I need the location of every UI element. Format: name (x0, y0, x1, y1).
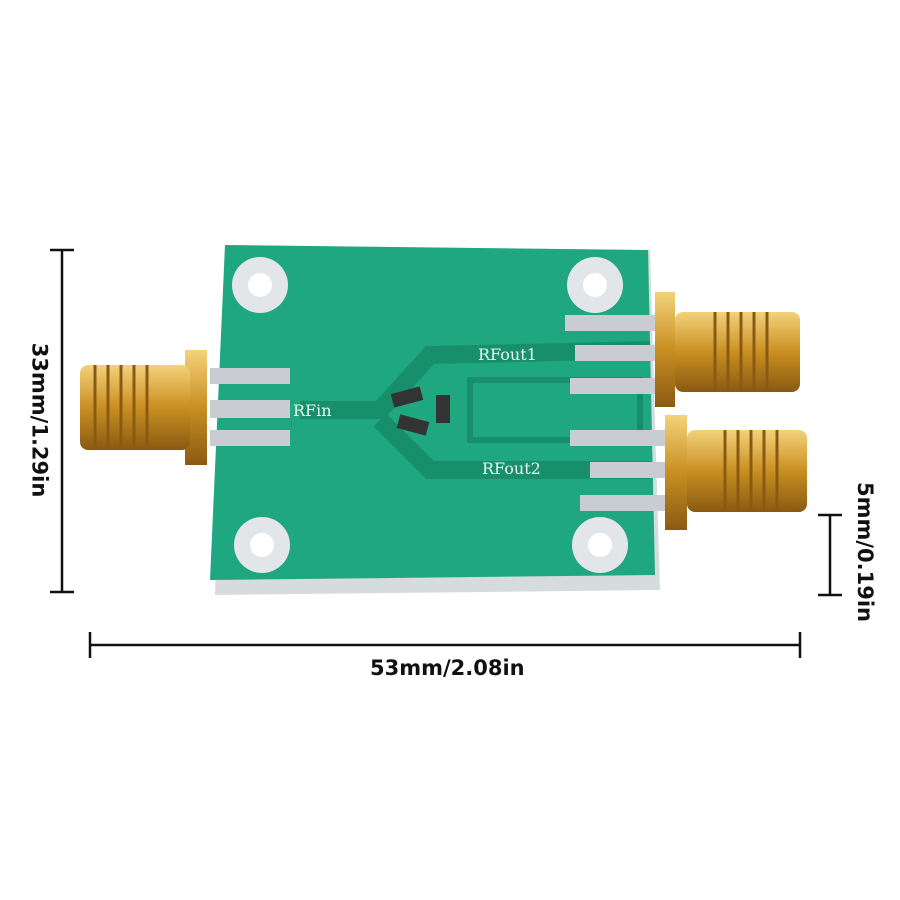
sma-connector-output2 (665, 415, 807, 530)
pcb-board (210, 245, 655, 580)
label-rfout1: RFout1 (478, 345, 537, 364)
sma-connector-input (80, 350, 207, 465)
solder-pads (210, 315, 670, 511)
width-dimension-label: 53mm/2.08in (370, 656, 525, 680)
height-dimension-label: 33mm/1.29in (27, 342, 52, 498)
label-rfin: RFin (293, 401, 332, 420)
smd-resistors (390, 386, 450, 436)
dimension-lines (50, 248, 842, 658)
label-rfout2: RFout2 (482, 459, 541, 478)
sma-connector-output1 (655, 292, 800, 407)
traces (300, 341, 651, 479)
mounting-holes (232, 257, 628, 573)
thickness-dimension-label: 5mm/0.19in (853, 481, 878, 623)
